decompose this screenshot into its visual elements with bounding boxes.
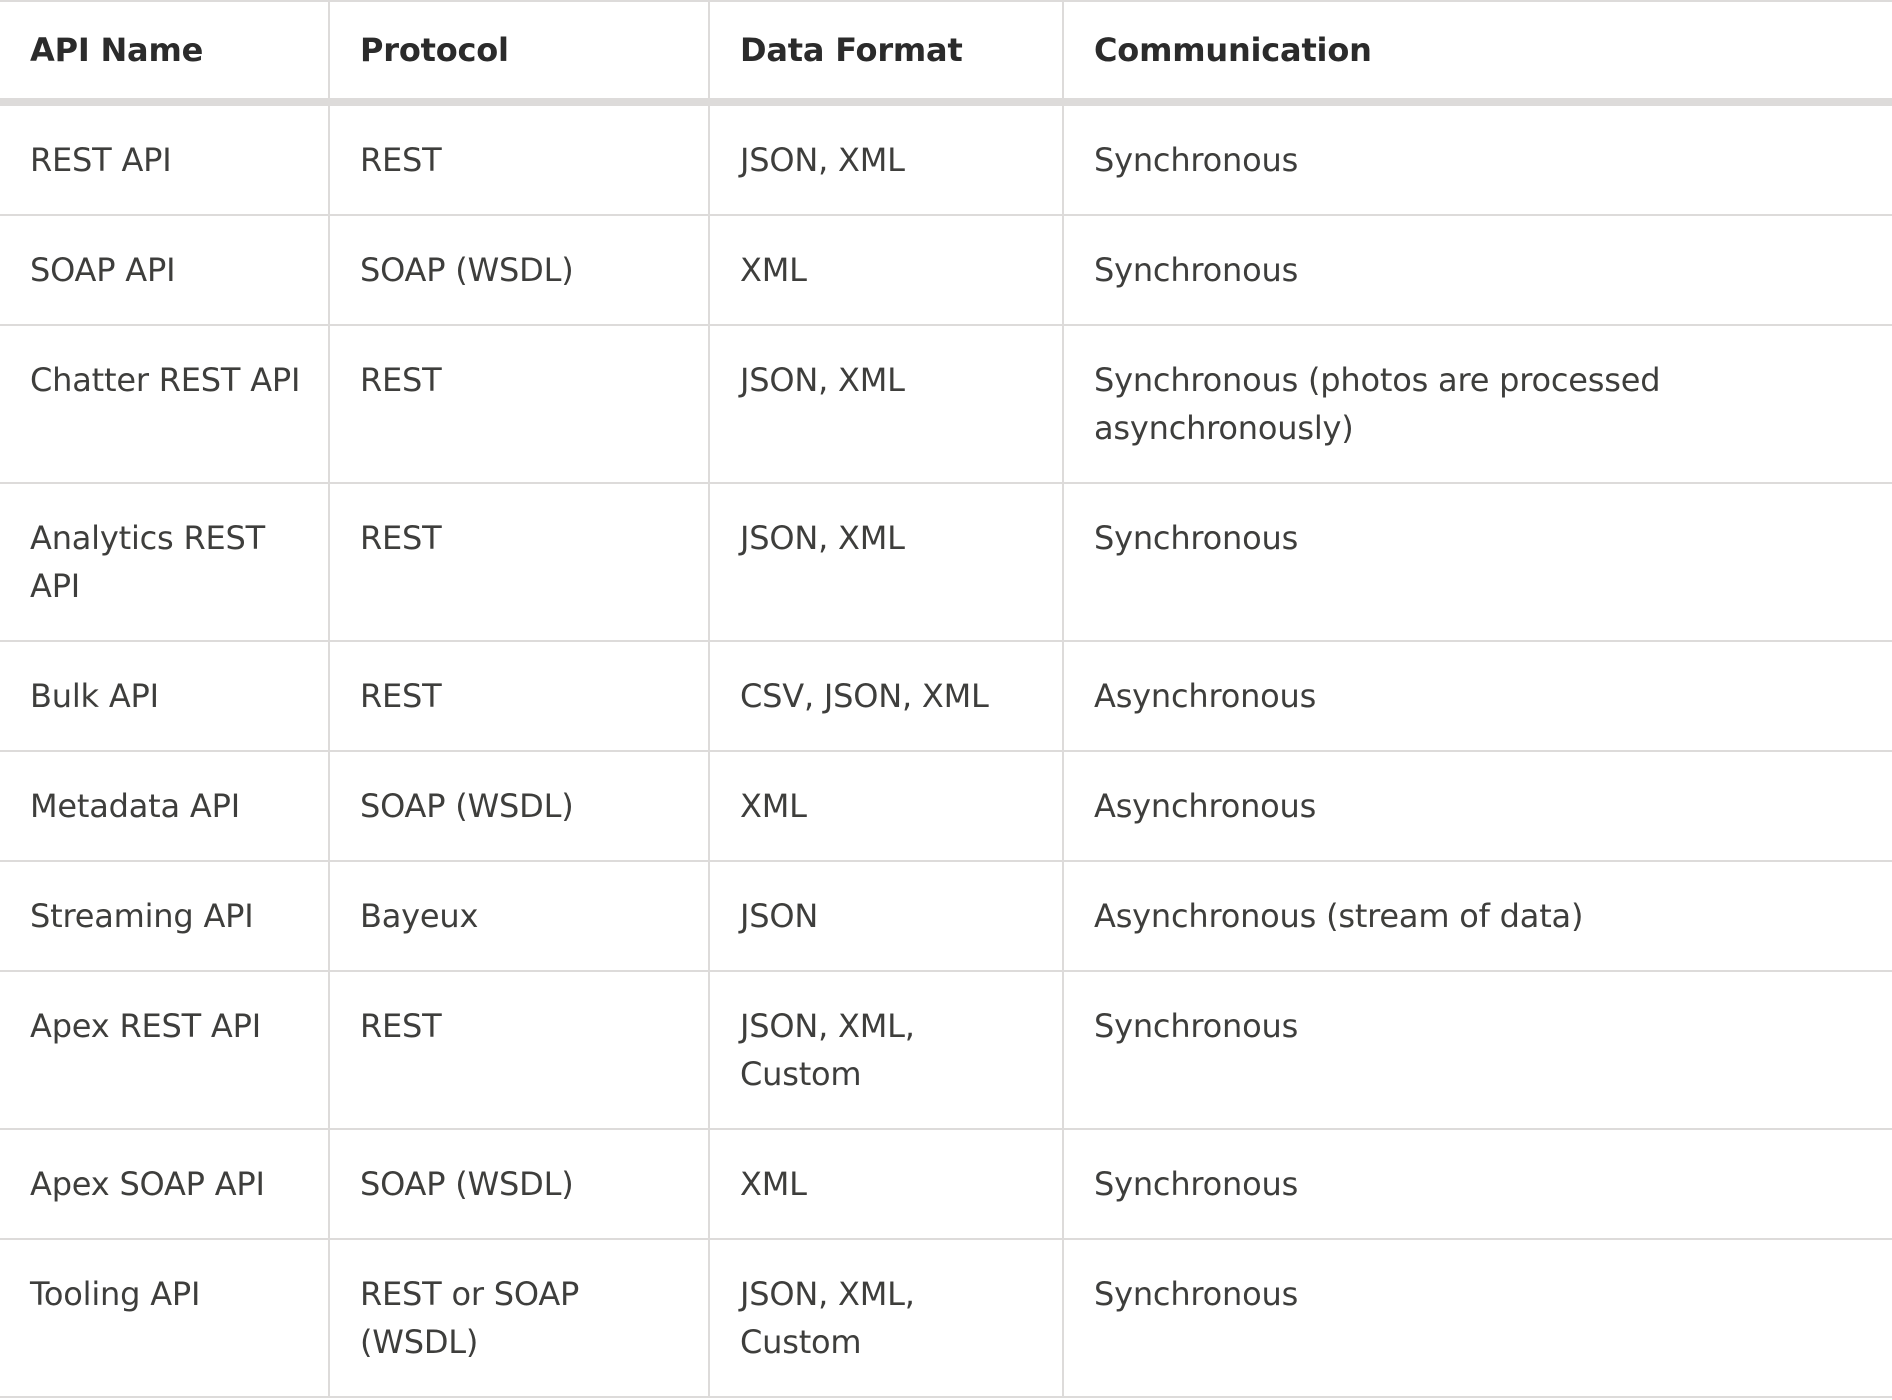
cell-api-name: Apex REST API [0, 971, 329, 1130]
cell-protocol: REST [328, 325, 709, 484]
cell-data-format: JSON, XML, Custom [708, 971, 1063, 1130]
cell-protocol: SOAP (WSDL) [328, 751, 709, 862]
cell-api-name: Bulk API [0, 641, 329, 752]
table-row: Streaming API Bayeux JSON Asynchronous (… [0, 861, 1892, 972]
cell-data-format: XML [708, 1129, 1063, 1240]
cell-communication: Asynchronous [1062, 641, 1892, 752]
cell-api-name: Analytics REST API [0, 483, 329, 642]
cell-protocol: REST [328, 102, 709, 216]
table-row: Apex REST API REST JSON, XML, Custom Syn… [0, 971, 1892, 1130]
table-row: REST API REST JSON, XML Synchronous [0, 102, 1892, 216]
cell-protocol: Bayeux [328, 861, 709, 972]
cell-data-format: XML [708, 751, 1063, 862]
table-row: Analytics REST API REST JSON, XML Synchr… [0, 483, 1892, 642]
cell-data-format: JSON, XML [708, 325, 1063, 484]
cell-api-name: Streaming API [0, 861, 329, 972]
cell-communication: Synchronous [1062, 1129, 1892, 1240]
cell-protocol: REST or SOAP (WSDL) [328, 1239, 709, 1398]
cell-api-name: Apex SOAP API [0, 1129, 329, 1240]
table-row: Metadata API SOAP (WSDL) XML Asynchronou… [0, 751, 1892, 862]
cell-protocol: REST [328, 483, 709, 642]
table-row: Apex SOAP API SOAP (WSDL) XML Synchronou… [0, 1129, 1892, 1240]
cell-communication: Synchronous (photos are processed asynch… [1062, 325, 1892, 484]
table-body: REST API REST JSON, XML Synchronous SOAP… [0, 102, 1892, 1398]
cell-data-format: XML [708, 215, 1063, 326]
cell-protocol: SOAP (WSDL) [328, 215, 709, 326]
table-row: Tooling API REST or SOAP (WSDL) JSON, XM… [0, 1239, 1892, 1398]
cell-api-name: REST API [0, 102, 329, 216]
cell-communication: Synchronous [1062, 971, 1892, 1130]
header-communication: Communication [1062, 0, 1892, 106]
cell-protocol: SOAP (WSDL) [328, 1129, 709, 1240]
cell-communication: Asynchronous [1062, 751, 1892, 862]
table-row: SOAP API SOAP (WSDL) XML Synchronous [0, 215, 1892, 326]
cell-communication: Synchronous [1062, 1239, 1892, 1398]
cell-data-format: JSON, XML [708, 102, 1063, 216]
cell-data-format: JSON [708, 861, 1063, 972]
cell-data-format: JSON, XML, Custom [708, 1239, 1063, 1398]
cell-protocol: REST [328, 971, 709, 1130]
cell-communication: Synchronous [1062, 102, 1892, 216]
cell-data-format: JSON, XML [708, 483, 1063, 642]
table-header: API Name Protocol Data Format Communicat… [0, 0, 1892, 106]
header-protocol: Protocol [328, 0, 709, 106]
header-api-name: API Name [0, 0, 329, 106]
cell-api-name: SOAP API [0, 215, 329, 326]
table-row: Chatter REST API REST JSON, XML Synchron… [0, 325, 1892, 484]
cell-communication: Asynchronous (stream of data) [1062, 861, 1892, 972]
header-row: API Name Protocol Data Format Communicat… [0, 0, 1892, 106]
table-row: Bulk API REST CSV, JSON, XML Asynchronou… [0, 641, 1892, 752]
cell-data-format: CSV, JSON, XML [708, 641, 1063, 752]
cell-api-name: Tooling API [0, 1239, 329, 1398]
cell-api-name: Metadata API [0, 751, 329, 862]
cell-protocol: REST [328, 641, 709, 752]
cell-communication: Synchronous [1062, 215, 1892, 326]
cell-api-name: Chatter REST API [0, 325, 329, 484]
cell-communication: Synchronous [1062, 483, 1892, 642]
header-data-format: Data Format [708, 0, 1063, 106]
